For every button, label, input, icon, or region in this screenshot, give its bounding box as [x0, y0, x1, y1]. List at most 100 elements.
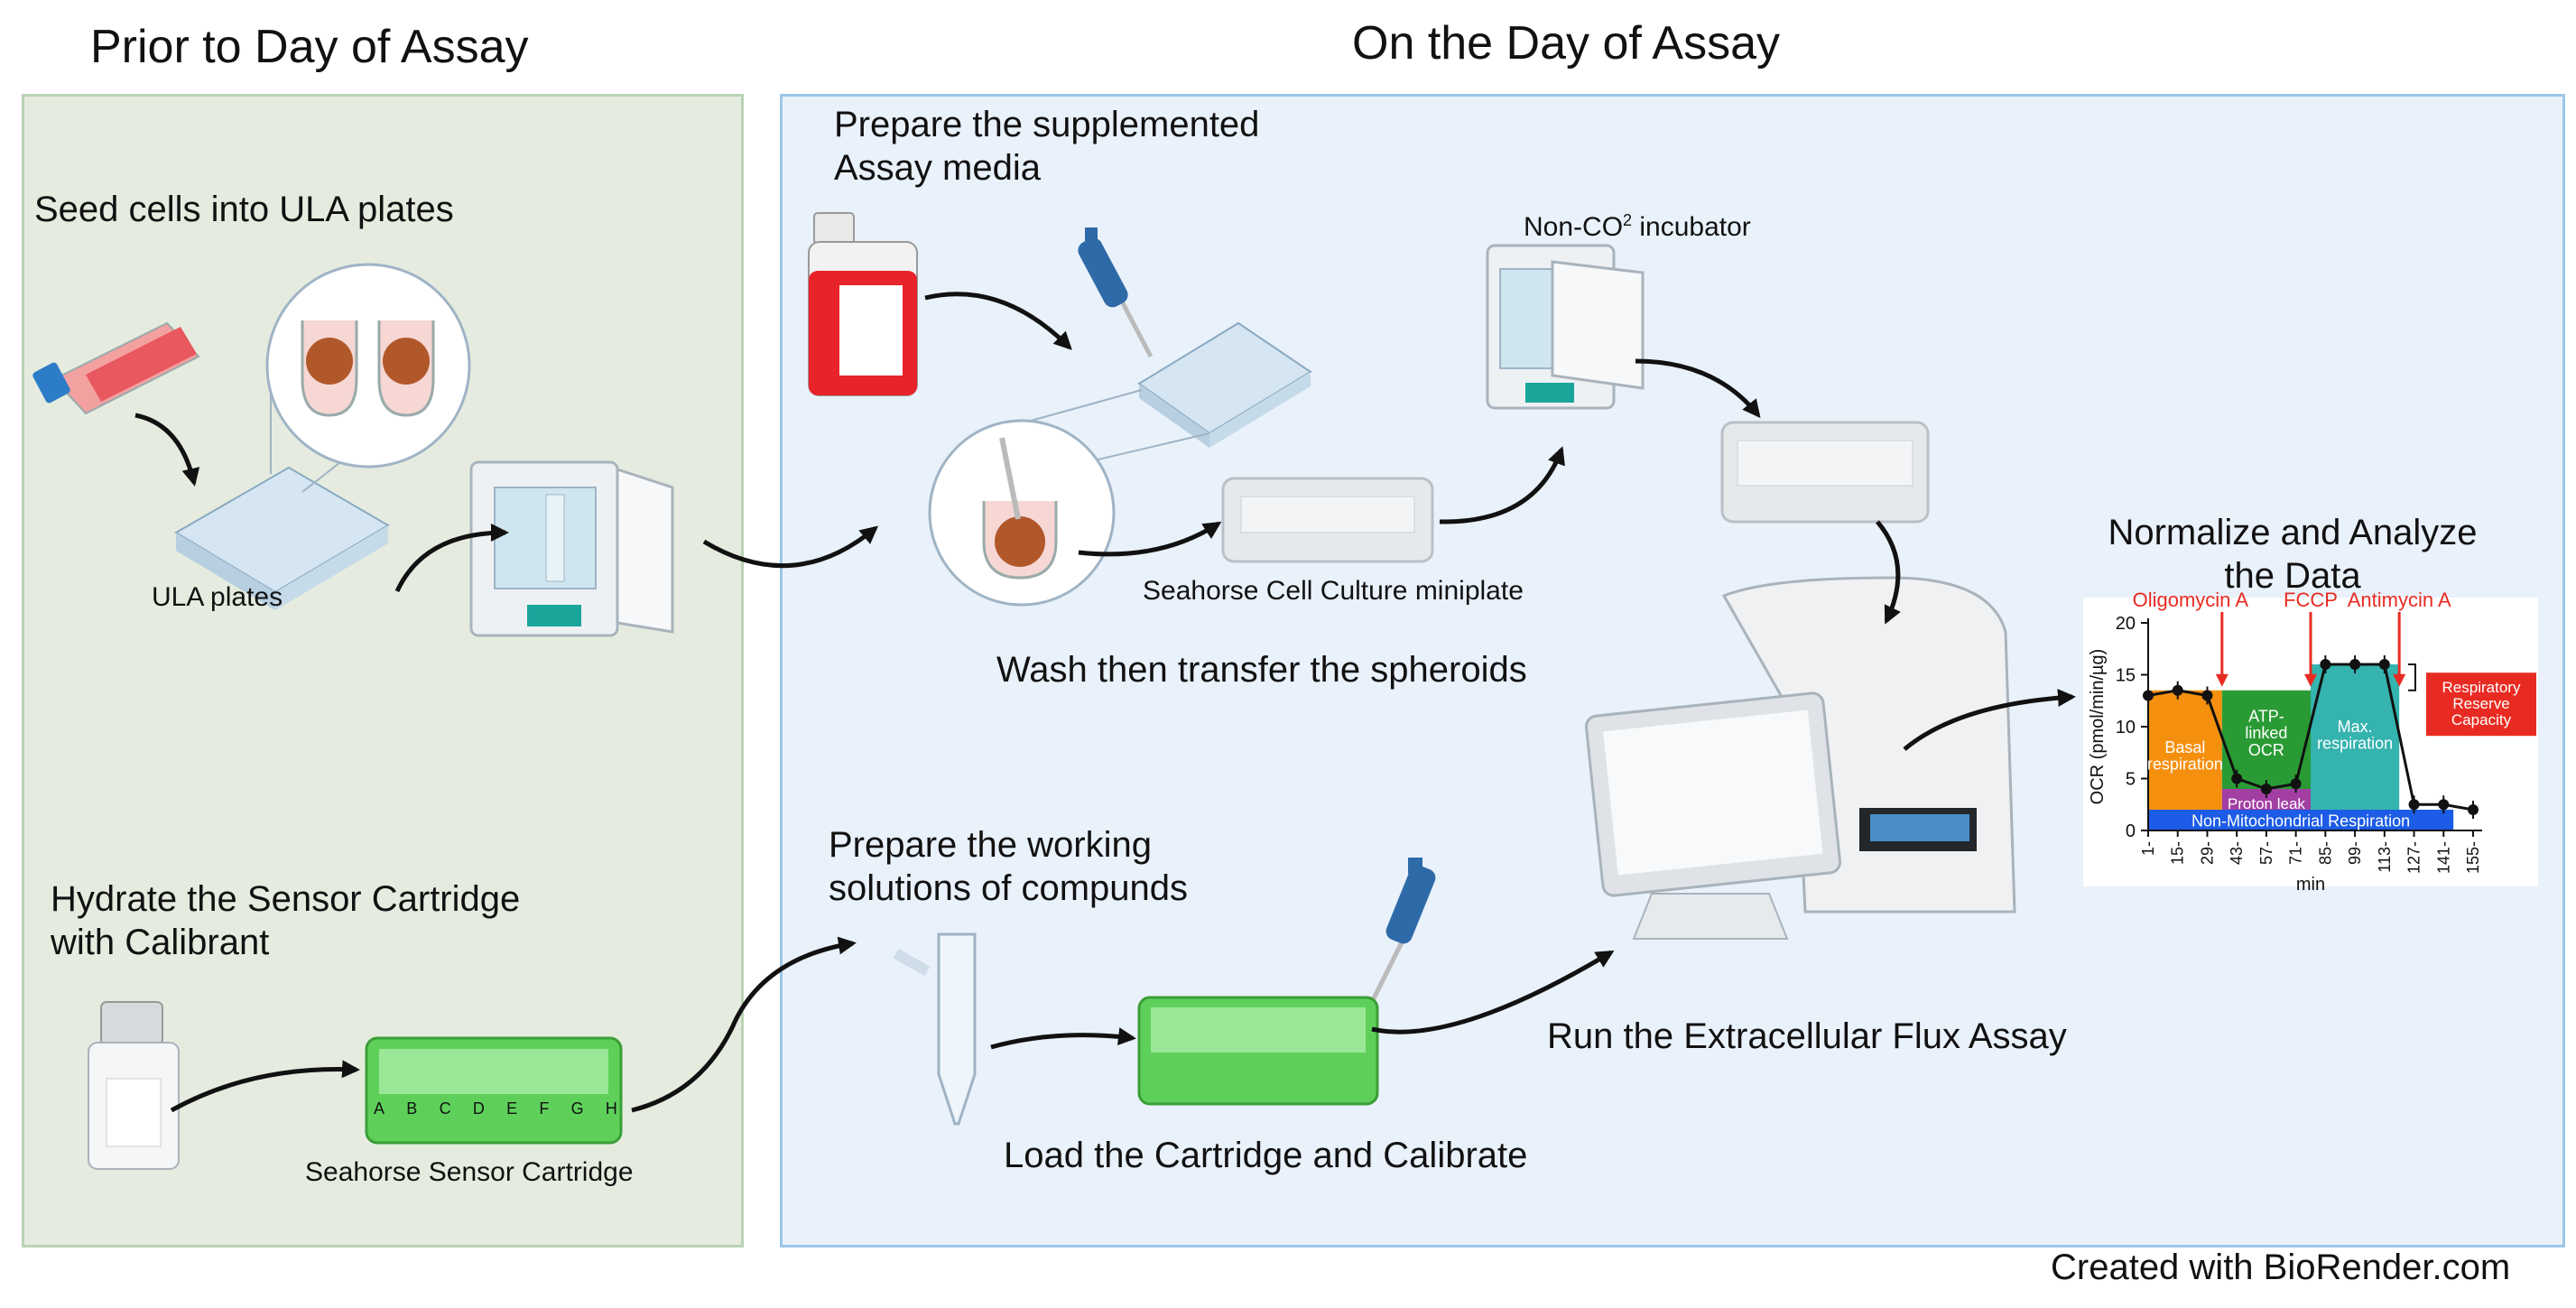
- injection-arrow-head: [2304, 673, 2317, 687]
- data-point: [2349, 659, 2361, 670]
- x-tick-label: 1-: [2139, 841, 2157, 856]
- spheroid-zoom-icon: [265, 263, 471, 493]
- data-point: [2468, 804, 2479, 815]
- step-prepare-media: Prepare the supplemented Assay media: [834, 105, 1260, 188]
- well-plate-icon: [1137, 321, 1312, 448]
- injection-label: Oligomycin A: [2133, 589, 2249, 611]
- region-proton-leak: [2221, 789, 2311, 810]
- non-co2-incubator-icon: [1486, 244, 1645, 410]
- media-bottle-icon: [808, 212, 918, 396]
- data-point: [2201, 690, 2213, 701]
- data-point: [2260, 784, 2272, 794]
- data-point: [2438, 799, 2450, 811]
- label-ula-plates: ULA plates: [152, 582, 283, 612]
- arrow-flask-to-plate: [134, 413, 200, 487]
- arrow-miniplate-to-incubator: [1439, 446, 1565, 524]
- injection-label: Antimycin A: [2348, 589, 2451, 611]
- region-basal: [2148, 690, 2222, 810]
- step-normalize: Normalize and Analyze the Data: [2108, 513, 2478, 596]
- label-max-respiration: Max.respiration: [2317, 718, 2393, 753]
- ula-plate-icon: [174, 466, 390, 610]
- cartridge-letter: C: [439, 1099, 451, 1118]
- pipette-icon: [1078, 227, 1154, 358]
- region-reserve-capacity: [2426, 673, 2536, 737]
- x-tick-label: 155-: [2464, 841, 2482, 874]
- step-wash-transfer: Wash then transfer the spheroids: [996, 650, 1527, 690]
- cartridge-letter: F: [539, 1099, 550, 1118]
- incubator-icon: [469, 460, 674, 637]
- step-seed-cells: Seed cells into ULA plates: [34, 190, 454, 229]
- injection-arrow-head: [2393, 673, 2406, 687]
- arrow-analyzer-to-data: [1903, 689, 2076, 751]
- cartridge-letter: B: [406, 1099, 418, 1118]
- label-sensor-cartridge: Seahorse Sensor Cartridge: [305, 1157, 634, 1187]
- step-hydrate-cartridge: Hydrate the Sensor Cartridge with Calibr…: [51, 879, 521, 962]
- x-tick-label: 113-: [2376, 841, 2394, 873]
- sensor-cartridge-loaded-icon: [1137, 996, 1379, 1106]
- arrow-cartridge-to-analyzer: [1371, 950, 1615, 1034]
- miniplate-right-icon: [1720, 421, 1930, 524]
- step-load-calibrate: Load the Cartridge and Calibrate: [1004, 1136, 1528, 1175]
- cartridge-letter: A: [374, 1099, 385, 1118]
- calibrant-bottle-icon: [88, 1001, 180, 1170]
- cartridge-letter: E: [506, 1099, 518, 1118]
- data-point: [2290, 778, 2302, 790]
- arrow-bottle-to-cartridge: [170, 1060, 360, 1113]
- y-tick-label: 5: [2126, 770, 2136, 790]
- x-tick-label: 141-: [2434, 841, 2452, 874]
- data-point: [2408, 799, 2420, 811]
- ocr-chart: 051015201-15-29-43-57-71-85-99-113-127-1…: [2088, 589, 2536, 895]
- label-non-mito: Non-Mitochondrial Respiration: [2191, 812, 2410, 830]
- miniplate-icon: [1221, 477, 1434, 563]
- label-non-co2-incubator: Non-CO2 incubator: [1524, 211, 1751, 243]
- x-tick-label: 99-: [2346, 841, 2364, 865]
- incubator-suffix: incubator: [1632, 212, 1751, 242]
- data-point: [2378, 659, 2390, 670]
- arrow-zoom-to-miniplate: [1078, 521, 1222, 557]
- step-prepare-solutions: Prepare the working solutions of compund…: [829, 825, 1189, 908]
- reserve-bracket: [2408, 663, 2416, 691]
- x-tick-label: 57-: [2257, 841, 2275, 865]
- x-tick-label: 29-: [2198, 841, 2216, 865]
- arrow-plate-to-incubator: [394, 524, 509, 593]
- cartridge-letter-row: A B C D E F G H: [374, 1099, 617, 1118]
- y-axis-label: OCR (pmol/min/µg): [2088, 649, 2108, 805]
- transfer-zoom-icon: [928, 389, 1210, 607]
- injection-arrow-head: [2215, 673, 2229, 687]
- label-miniplate: Seahorse Cell Culture miniplate: [1143, 576, 1524, 606]
- arrow-tube-to-cartridge: [990, 1027, 1136, 1050]
- injection-label: FCCP: [2284, 589, 2338, 611]
- x-tick-label: 127-: [2405, 841, 2423, 874]
- data-point: [2143, 690, 2154, 701]
- step-run-assay: Run the Extracellular Flux Assay: [1547, 1016, 2067, 1056]
- y-tick-label: 15: [2116, 666, 2136, 686]
- sensor-cartridge-icon: [365, 1036, 623, 1145]
- arrow-prior-to-day: [702, 525, 879, 569]
- microtube-icon: [893, 932, 977, 1126]
- x-tick-label: 15-: [2169, 841, 2187, 865]
- cartridge-letter: H: [605, 1099, 617, 1118]
- day-title: On the Day of Assay: [1352, 17, 1781, 70]
- cartridge-letter: D: [472, 1099, 485, 1118]
- x-tick-label: 71-: [2287, 841, 2305, 865]
- seahorse-analyzer-icon: [1584, 576, 2016, 940]
- arrow-miniplate-to-analyzer: [1876, 520, 1901, 625]
- y-tick-label: 0: [2126, 821, 2136, 841]
- incubator-sup: 2: [1623, 211, 1633, 229]
- label-proton-leak: Proton leak: [2228, 795, 2305, 812]
- data-point: [2231, 773, 2243, 784]
- culture-flask-icon: [32, 321, 200, 415]
- data-point: [2320, 659, 2331, 670]
- x-tick-label: 85-: [2316, 841, 2334, 865]
- arrow-prior-to-solutions: [631, 936, 857, 1113]
- data-point: [2172, 684, 2183, 696]
- incubator-prefix: Non-CO: [1524, 212, 1624, 242]
- arrow-incubator-to-miniplate: [1635, 358, 1761, 419]
- cartridge-letter: G: [570, 1099, 584, 1118]
- region-max-respiration: [2311, 664, 2400, 810]
- y-tick-label: 10: [2116, 718, 2136, 737]
